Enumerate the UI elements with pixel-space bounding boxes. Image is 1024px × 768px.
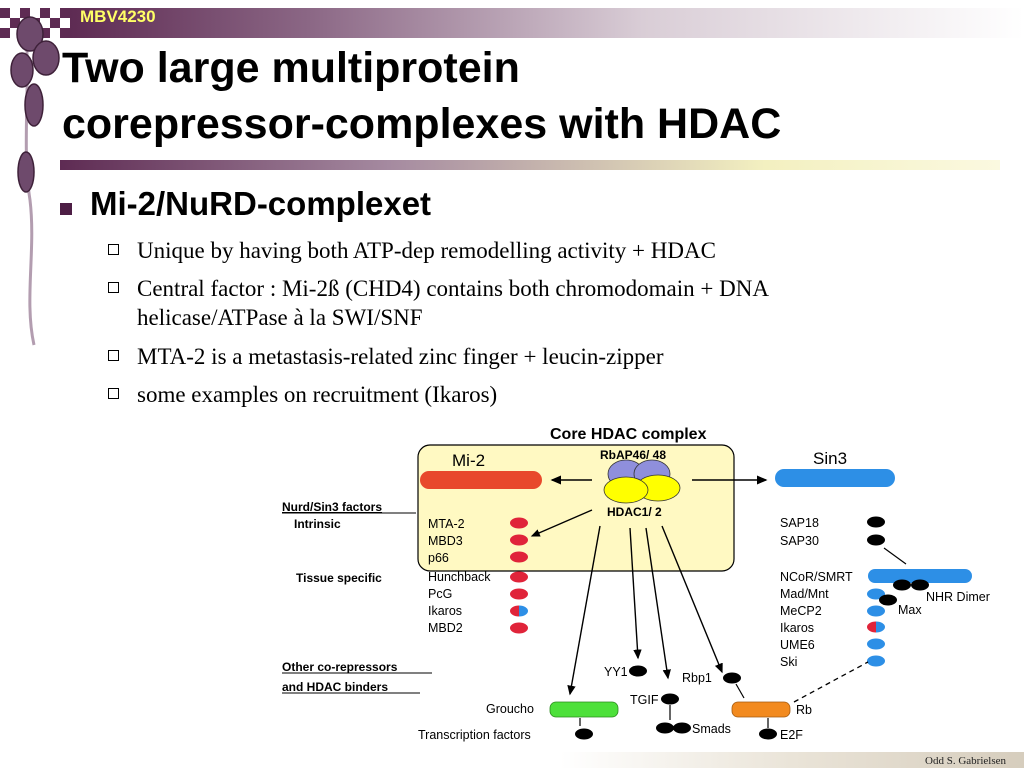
arrow-to-tgif: [645, 527, 671, 680]
factor-mbd2: MBD2: [428, 621, 463, 635]
factor-ncor-smrt: NCoR/SMRT: [780, 570, 853, 584]
black-dot-rbp1: [723, 672, 741, 684]
factor-ume6: UME6: [780, 638, 815, 652]
smads-label: Smads: [692, 722, 731, 736]
tgif-label: TGIF: [630, 693, 659, 707]
arrow-to-rbp1: [661, 525, 723, 674]
rbap-label: RbAP46/ 48: [600, 448, 666, 462]
split-dot-ikaros-left-red: [510, 605, 519, 617]
hdac-complex-diagram: Core HDAC complex Mi-2 RbAP46/ 48 HDAC1/…: [282, 426, 990, 742]
smad-dot-1: [656, 722, 674, 734]
factor-p66: p66: [428, 551, 449, 565]
black-dot-sap18: [867, 516, 885, 528]
factor-mecp2: MeCP2: [780, 604, 822, 618]
groucho-label: Groucho: [486, 702, 534, 716]
other-corepressors-label: Other co-repressors: [282, 660, 398, 674]
mi2-label: Mi-2: [452, 451, 485, 470]
red-dot-p66: [510, 551, 528, 563]
max-label: Max: [898, 603, 922, 617]
hollow-square-bullet-icon: [108, 282, 119, 293]
black-dot-yy1: [629, 665, 647, 677]
blue-dot-mecp2: [867, 605, 885, 617]
bead-chain-decoration: [10, 16, 60, 346]
black-dot-max: [879, 594, 897, 606]
rbp1-connector: [735, 683, 745, 699]
rb-dashed-link: [793, 661, 869, 703]
red-dot-mbd3: [510, 534, 528, 546]
split-dot-ikaros-right-blue: [876, 621, 885, 633]
factor-sap18: SAP18: [780, 516, 819, 530]
hollow-square-bullet-icon: [108, 388, 119, 399]
black-dot-e2f: [759, 728, 777, 740]
author-credit: Odd S. Gabrielsen: [925, 755, 1006, 767]
red-dot-mbd2: [510, 622, 528, 634]
header-band: [70, 8, 1024, 38]
arrow-to-mta2: [530, 509, 593, 537]
nhr-dot-2: [911, 579, 929, 591]
course-code: MBV4230: [80, 7, 156, 26]
hollow-square-bullet-icon: [108, 244, 119, 255]
hdac-binders-label: and HDAC binders: [282, 680, 388, 694]
sap30-connector: [883, 547, 907, 565]
blue-dot-mad-mnt: [867, 588, 885, 600]
slide-title: Two large multiprotein corepressor-compl…: [62, 40, 962, 152]
groucho-bar: [549, 701, 619, 718]
hdac-ellipse-left: [603, 476, 649, 504]
diagram-title: Core HDAC complex: [550, 426, 707, 443]
title-line-1: Two large multiprotein: [62, 44, 520, 92]
sin3-label: Sin3: [813, 449, 847, 468]
red-dot-hunchback: [510, 571, 528, 583]
e2f-label: E2F: [780, 728, 803, 742]
black-dot-sap30: [867, 534, 885, 546]
blue-dot-ski: [867, 655, 885, 667]
factor-hunchback: Hunchback: [428, 570, 491, 584]
factor-mad-mnt: Mad/Mnt: [780, 587, 829, 601]
intrinsic-label: Intrinsic: [294, 517, 341, 531]
square-bullet-icon: [60, 203, 72, 215]
split-dot-ikaros-left-blue: [519, 605, 528, 617]
mi2-bar: [420, 471, 542, 489]
arrow-to-groucho: [567, 525, 601, 696]
bullet-heading: Mi-2/NuRD-complexet: [90, 185, 432, 222]
red-dot-pcg: [510, 588, 528, 600]
factor-mbd3: MBD3: [428, 534, 463, 548]
transcription-factors-label: Transcription factors: [418, 728, 531, 742]
factor-sap30: SAP30: [780, 534, 819, 548]
hdac-label: HDAC1/ 2: [607, 505, 662, 519]
footer-band: [560, 752, 1024, 768]
rb-label: Rb: [796, 703, 812, 717]
black-dot-tgif: [661, 693, 679, 705]
factor-ski: Ski: [780, 655, 797, 669]
blue-dot-ume6: [867, 638, 885, 650]
title-line-2: corepressor-complexes with HDAC: [62, 100, 782, 148]
split-dot-ikaros-right-red: [867, 621, 876, 633]
factor-mta2: MTA-2: [428, 517, 465, 531]
ncor-smrt-bar: [868, 569, 972, 583]
red-dot-mta2: [510, 517, 528, 529]
arrow-to-yy1: [629, 527, 642, 660]
factor-ikaros-right: Ikaros: [780, 621, 814, 635]
rb-bar: [731, 701, 791, 718]
nhr-dot-1: [893, 579, 911, 591]
nurd-sin3-factors-label: Nurd/Sin3 factors: [282, 500, 382, 514]
factor-pcg: PcG: [428, 587, 452, 601]
sin3-bar: [775, 469, 895, 487]
yy1-label: YY1: [604, 665, 628, 679]
factor-ikaros-left: Ikaros: [428, 604, 462, 618]
smad-dot-2: [673, 722, 691, 734]
black-dot-transcription-factor: [575, 728, 593, 740]
hollow-square-bullet-icon: [108, 350, 119, 361]
nhr-dimer-label: NHR Dimer: [926, 590, 990, 604]
rbp1-label: Rbp1: [682, 671, 712, 685]
tissue-specific-label: Tissue specific: [296, 571, 382, 585]
title-divider: [60, 160, 1000, 170]
